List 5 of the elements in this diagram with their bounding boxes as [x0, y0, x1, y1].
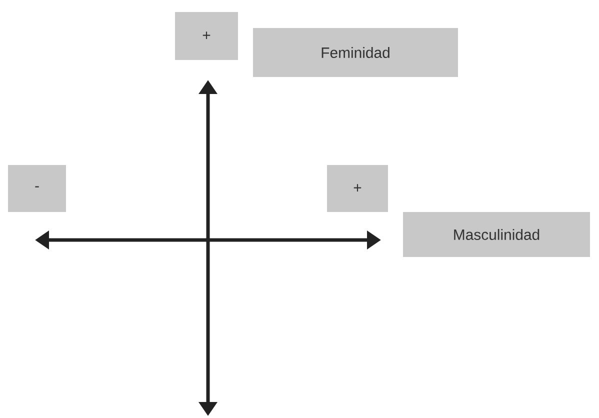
label-box: + — [327, 165, 388, 212]
label-box: + — [175, 12, 238, 60]
label-box: Masculinidad — [403, 212, 590, 257]
label-box: - — [8, 165, 66, 212]
label-box: Feminidad — [253, 28, 458, 77]
